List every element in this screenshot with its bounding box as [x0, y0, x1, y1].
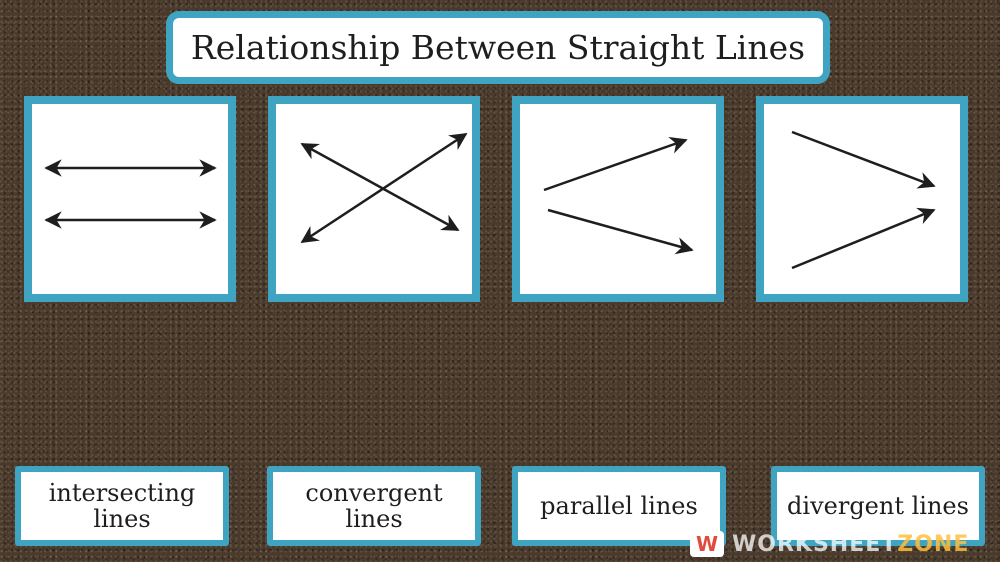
- label-card-divergent[interactable]: divergent lines: [771, 466, 985, 546]
- intersecting-lines-diagram: [300, 132, 468, 244]
- divergent-lines-diagram: [543, 136, 694, 255]
- divergent-line-lower: [547, 208, 694, 255]
- label-parallel-lines: parallel lines: [540, 491, 698, 520]
- worksheetzone-logo-icon: W: [690, 531, 724, 557]
- parallel-lines-diagram: [44, 159, 217, 229]
- label-divergent-lines: divergent lines: [787, 491, 969, 520]
- card-parallel-lines[interactable]: [24, 96, 236, 302]
- convergent-lines-diagram: [791, 130, 936, 270]
- intersecting-line-a: [300, 142, 460, 232]
- watermark: W WORKSHEETZONE: [690, 528, 1000, 560]
- convergent-line-upper: [791, 130, 936, 189]
- label-card-parallel[interactable]: parallel lines: [512, 466, 726, 546]
- label-card-intersecting[interactable]: intersecting lines: [15, 466, 229, 546]
- watermark-text: WORKSHEETZONE: [732, 531, 970, 557]
- label-intersecting-lines: intersecting lines: [48, 478, 196, 533]
- title-box: Relationship Between Straight Lines: [166, 11, 830, 84]
- divergent-line-upper: [543, 136, 688, 192]
- convergent-line-lower: [791, 207, 936, 270]
- intersecting-line-b: [300, 132, 468, 244]
- card-intersecting-lines[interactable]: [268, 96, 480, 302]
- page-title: Relationship Between Straight Lines: [190, 28, 806, 67]
- label-convergent-lines: convergent lines: [305, 478, 443, 533]
- card-divergent-lines[interactable]: [512, 96, 724, 302]
- label-card-convergent[interactable]: convergent lines: [267, 466, 481, 546]
- card-convergent-lines[interactable]: [756, 96, 968, 302]
